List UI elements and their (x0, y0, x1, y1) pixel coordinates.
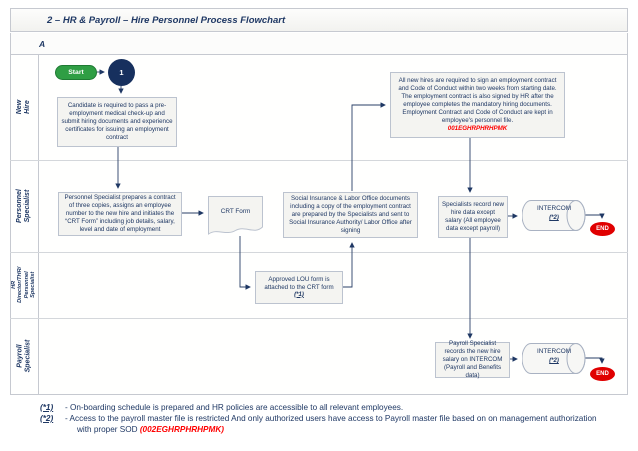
process-payroll-salary: Payroll Specialist records the new hire … (435, 340, 510, 379)
lane-label-payroll-specialist: Payroll Specialist (15, 340, 31, 373)
title-bar: 2 – HR & Payroll – Hire Personnel Proces… (10, 8, 628, 32)
process-social-insurance-docs: Social Insurance & Labor Office document… (283, 192, 418, 238)
document-shape (208, 196, 263, 235)
process-record-data: Specialists record new hire data except … (438, 196, 508, 238)
start-node: Start (55, 65, 97, 80)
lane-divider-1 (10, 160, 628, 161)
end-node-2: END (590, 367, 615, 381)
footnote-2-ref: (*2) (40, 414, 54, 424)
lou-footnote-ref: (*1) (294, 291, 304, 298)
footnote-1-ref: (*1) (40, 403, 54, 412)
datastore-intercom-2: INTERCOM (*2) (522, 343, 586, 374)
footnote-2-text-line2: with proper SOD (77, 425, 138, 435)
lane-divider-2 (10, 252, 628, 253)
lane-divider-3 (10, 318, 628, 319)
lane-label-personnel-specialist: Personnel Specialist (15, 189, 32, 223)
lane-label-column-divider (38, 55, 39, 395)
lane-label-new-hire: New Hire (15, 100, 31, 115)
datastore-intercom-1: INTERCOM (*2) (522, 200, 586, 231)
process-lou-attach: Approved LOU form is attached to the CRT… (255, 271, 343, 304)
footnotes: (*1) - On-boarding schedule is prepared … (40, 402, 622, 435)
note-employment-contract: All new hires are required to sign an em… (390, 72, 565, 138)
footnote-2: (*2) - Access to the payroll master file… (40, 413, 622, 435)
cylinder-shape (522, 200, 586, 231)
process-prepare-contract: Personnel Specialist prepares a contract… (58, 192, 182, 236)
cylinder-shape (522, 343, 586, 374)
audit-code-001: 001EGHRPHRHPMK (447, 125, 508, 133)
footnote-2-text: - Access to the payroll master file is r… (65, 414, 597, 424)
page-title: 2 – HR & Payroll – Hire Personnel Proces… (47, 14, 286, 26)
footnote-1-text: - On-boarding schedule is prepared and H… (65, 403, 404, 412)
document-crt-form: CRT Form (208, 196, 263, 240)
footnote-1: (*1) - On-boarding schedule is prepared … (40, 402, 622, 413)
section-row: A (10, 33, 628, 55)
section-label: A (39, 38, 46, 49)
process-candidate-checkup: Candidate is required to pass a pre-empl… (57, 97, 177, 147)
end-node-1: END (590, 222, 615, 236)
lane-label-hr-director: HR Director/THR/ Personnel Specialist (11, 266, 37, 304)
off-page-connector-1: 1 (108, 59, 135, 86)
audit-code-002: (002EGHRPHRHPMK) (139, 425, 224, 435)
